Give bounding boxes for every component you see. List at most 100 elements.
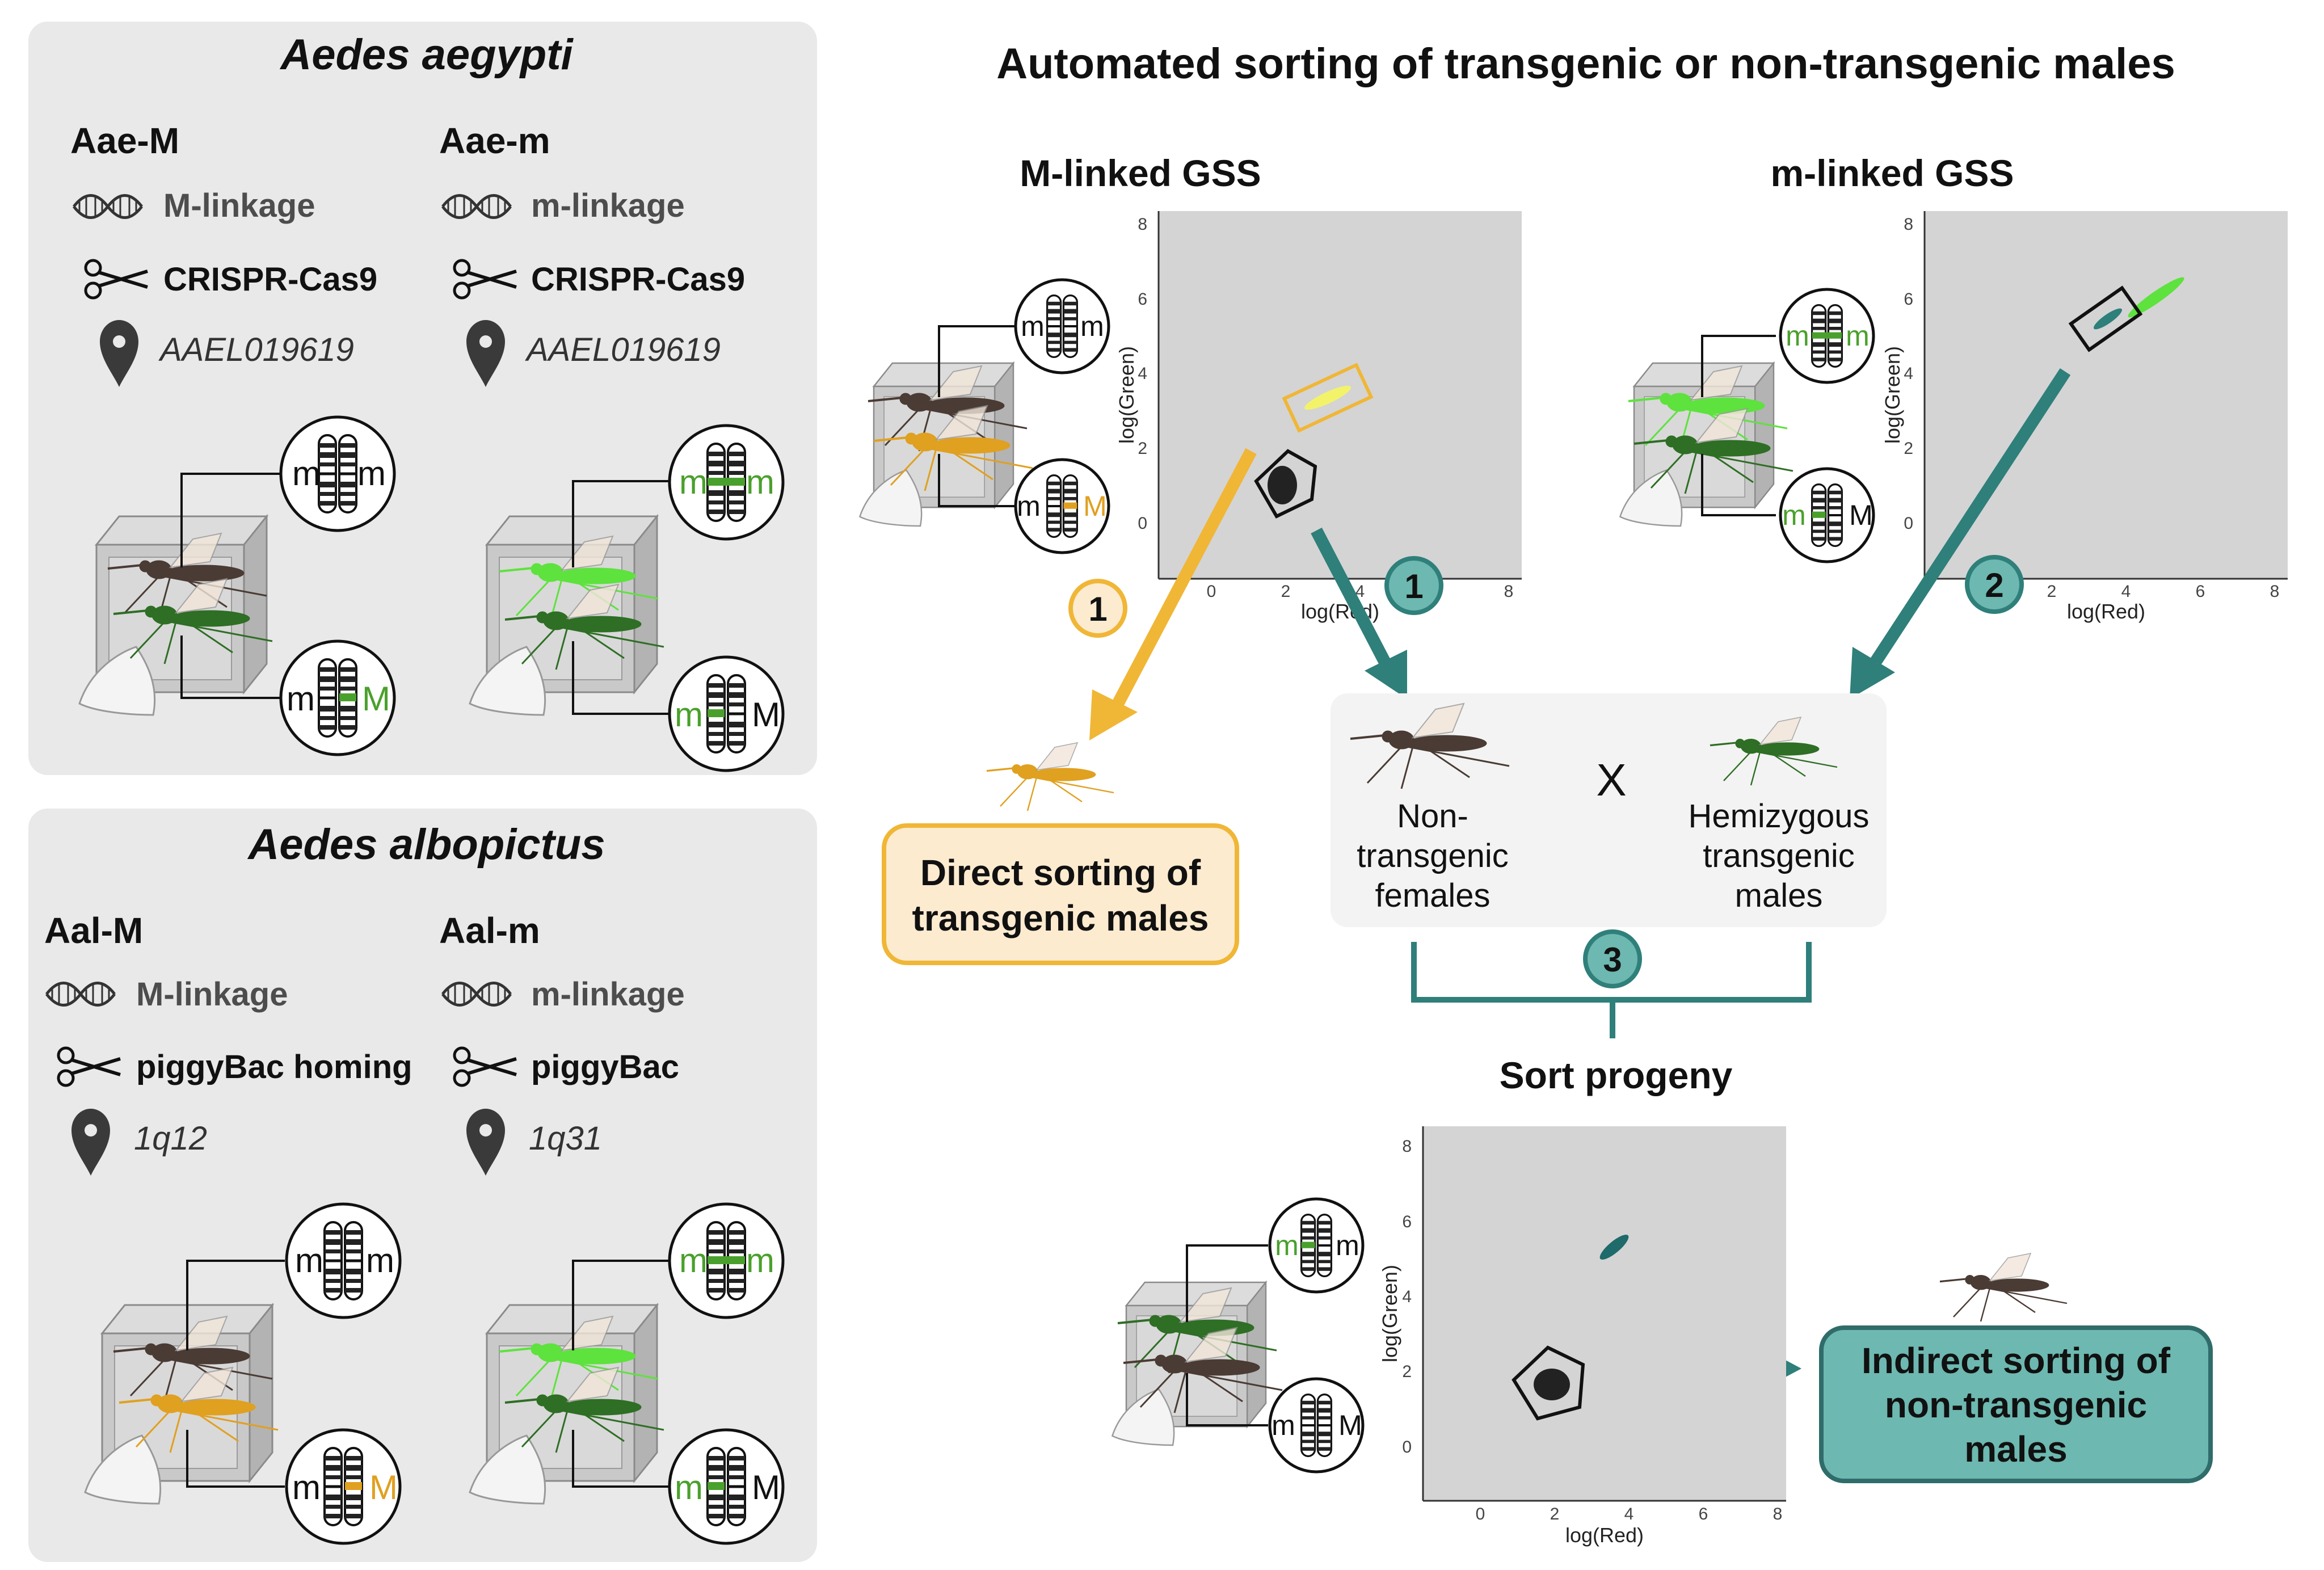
chrom-label-M: M (362, 680, 390, 718)
locus-label: AAEL019619 (525, 331, 721, 368)
chrom-label-m: m (746, 1241, 774, 1279)
direct-sorting-line: Direct sorting of (920, 852, 1201, 893)
strain-aae-M: Aae-M M-linkage CRISPR-Cas9 AAEL019619 (70, 120, 377, 387)
cross-box: Non- transgenic females X Hemizygous tra… (1331, 693, 1887, 927)
linkage-label: m-linkage (531, 976, 685, 1013)
cage-group-aae-m: m m m M (469, 424, 785, 772)
chrom-label-m: m (1275, 1230, 1299, 1261)
cluster-yellow (1282, 363, 1374, 433)
flow-plot-M-linked: 8 6 4 2 0 0 2 4 6 8 log(Green) log(Red) (1115, 211, 1522, 623)
chrom-label-M: M (752, 696, 780, 734)
y-tick: 0 (1138, 514, 1147, 533)
chrom-label-m: m (1786, 320, 1809, 352)
figure-title: Automated sorting of transgenic or non-t… (996, 40, 2175, 88)
y-axis-label: log(Green) (1115, 346, 1138, 444)
linkage-label: M-linkage (136, 976, 288, 1013)
chrom-label-m: m (292, 1468, 321, 1506)
chrom-label-M: M (752, 1468, 780, 1506)
karyotype-male: m M (279, 639, 396, 756)
karyotype-female: m m (279, 415, 396, 532)
step-number: 3 (1603, 941, 1622, 979)
x-tick: 2 (1281, 582, 1291, 601)
x-tick: 4 (2121, 582, 2131, 601)
mosquito-male-icon (1939, 1252, 2068, 1323)
cage-group-gss-m: m m m M (1619, 288, 1875, 563)
cross-bracket (1411, 942, 1812, 1038)
indirect-sorting-line: Indirect sorting of (1862, 1340, 2171, 1381)
chrom-label-M: M (369, 1468, 398, 1506)
chrom-label-M: M (1083, 490, 1107, 522)
step-badge-2: 2 (1965, 555, 2024, 614)
mosquito-male-icon (986, 742, 1115, 812)
y-tick: 0 (1402, 1438, 1412, 1457)
x-tick: 8 (1773, 1505, 1783, 1523)
chrom-label-m: m (1017, 490, 1041, 522)
x-axis-label: log(Red) (2067, 600, 2145, 623)
cross-male-label: Hemizygous (1688, 798, 1869, 835)
chrom-label-m: m (746, 463, 774, 501)
y-tick: 0 (1904, 514, 1913, 533)
chrom-label-m: m (366, 1241, 394, 1279)
step-number: 2 (1985, 566, 2003, 604)
karyotype-female: m m (1268, 1197, 1365, 1294)
karyotype-female: m m (668, 424, 785, 541)
step-number: 1 (1088, 590, 1107, 628)
x-ticks: 0 2 4 6 8 (1476, 1505, 1783, 1523)
direct-sorting-box: Direct sorting of transgenic males (882, 823, 1239, 965)
x-ticks: 0 2 4 6 8 (1207, 582, 1514, 601)
cross-symbol: X (1596, 755, 1626, 805)
chrom-label-M: M (1338, 1409, 1362, 1441)
chrom-label-m: m (1336, 1230, 1359, 1261)
y-ticks: 8 6 4 2 0 (1138, 215, 1147, 533)
step-badge-3: 3 (1583, 929, 1642, 988)
flow-plot-progeny: 8 6 4 2 0 0 2 4 6 8 log(Green) log(Red) (1378, 1126, 1786, 1547)
chrom-label-m: m (675, 1468, 703, 1506)
y-axis-label: log(Green) (1378, 1265, 1401, 1362)
y-tick: 8 (1138, 215, 1147, 234)
chrom-label-m: m (679, 1241, 708, 1279)
cage-group-aal-m: m m m M (469, 1202, 785, 1545)
chrom-label-m: m (295, 1241, 323, 1279)
y-tick: 4 (1138, 364, 1147, 383)
chrom-label-m: m (357, 454, 386, 493)
step-number: 1 (1404, 567, 1423, 605)
arrow-M-to-cross (1311, 527, 1407, 699)
chrom-label-m: m (1272, 1409, 1295, 1441)
chrom-label-m: m (1846, 320, 1870, 352)
strain-name: Aae-M (70, 120, 179, 161)
locus-label: AAEL019619 (158, 331, 354, 368)
x-tick: 0 (1476, 1505, 1485, 1523)
karyotype-male: m M (668, 655, 785, 772)
karyotype-female: m m (668, 1202, 785, 1319)
x-tick: 8 (1504, 582, 1514, 601)
arrow-m-to-cross (1850, 368, 2071, 699)
x-tick: 0 (1207, 582, 1216, 601)
strain-aal-m: Aal-m m-linkage piggyBac 1q31 (439, 910, 685, 1176)
cluster-black (1254, 449, 1317, 519)
chrom-label-m: m (675, 696, 703, 734)
gss-title-m-linked: m-linked GSS (1770, 152, 2014, 194)
karyotype-male: m M (285, 1428, 402, 1545)
step-badge-1-teal: 1 (1384, 556, 1443, 615)
y-tick: 8 (1904, 215, 1913, 234)
indirect-sorting-line: non-transgenic (1885, 1384, 2147, 1425)
y-tick: 4 (1402, 1287, 1412, 1306)
karyotype-female: m m (1779, 288, 1875, 384)
direct-sorting-line: transgenic males (912, 898, 1209, 938)
x-ticks: 0 2 4 6 8 (1973, 582, 2280, 601)
x-axis-label: log(Red) (1565, 1523, 1644, 1547)
cluster-black (1512, 1345, 1585, 1421)
y-tick: 6 (1402, 1213, 1412, 1231)
strain-name: Aal-m (439, 910, 540, 951)
karyotype-male: m M (1779, 467, 1875, 563)
locus-label: 1q12 (134, 1120, 207, 1157)
strain-aal-M: Aal-M M-linkage piggyBac homing 1q12 (44, 910, 412, 1176)
locus-label: 1q31 (529, 1120, 602, 1157)
indirect-sorting-line: males (1964, 1429, 2067, 1470)
y-tick: 2 (1904, 439, 1913, 458)
chrom-label-m: m (1021, 310, 1045, 342)
x-tick: 4 (1624, 1505, 1634, 1523)
arrow-direct-sorting (1089, 448, 1257, 740)
method-label: piggyBac (531, 1049, 679, 1085)
